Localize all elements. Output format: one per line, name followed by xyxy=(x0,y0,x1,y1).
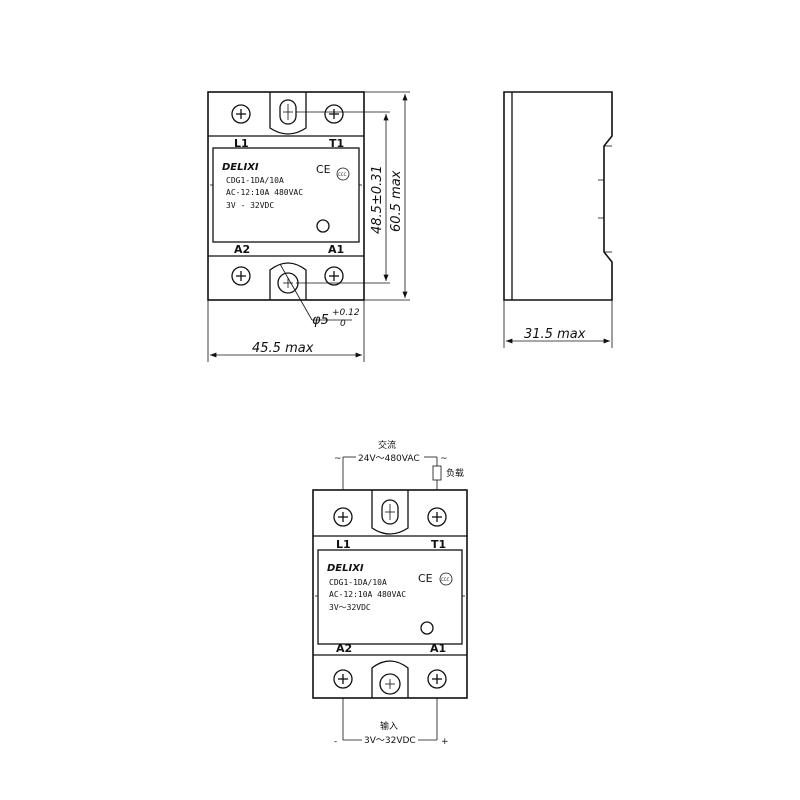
control-label: 3V - 32VDC xyxy=(226,201,274,210)
side-view: 31.5 max xyxy=(503,91,613,348)
mounting-hole-icon xyxy=(381,499,399,525)
brand-label: DELIXI xyxy=(222,162,259,173)
dim-width: 45.5 max xyxy=(252,341,314,356)
rating-label: AC-12:10A 480VAC xyxy=(226,188,303,197)
dim-hole: φ5 xyxy=(312,313,329,328)
plus-label: + xyxy=(441,737,449,747)
tilde-right: ~ xyxy=(440,454,448,464)
load-label: 负载 xyxy=(446,467,464,479)
input-label: 输入 xyxy=(380,720,398,732)
term-l1-label: L1 xyxy=(234,137,249,150)
ce-mark: CE xyxy=(418,572,433,585)
screw-terminal-icon xyxy=(324,266,344,286)
bottom-mount-tab xyxy=(371,660,409,698)
screw-terminal-icon xyxy=(333,669,353,689)
screw-terminal-icon xyxy=(231,266,251,286)
input-voltage: 3V～32VDC xyxy=(364,736,416,746)
side-view-body xyxy=(503,91,613,301)
tilde-left: ~ xyxy=(334,454,342,464)
load-resistor-icon xyxy=(432,465,442,481)
model-label: CDG1-1DA/10A xyxy=(329,578,387,587)
term-a2-label: A2 xyxy=(234,243,250,256)
label-plate xyxy=(212,147,360,243)
minus-label: - xyxy=(334,737,337,747)
ac-label: 交流 xyxy=(378,439,396,451)
svg-text:CCC: CCC xyxy=(441,577,450,582)
front-view: L1 T1 A2 A1 DELIXI CDG1-1DA/10A AC-12:10… xyxy=(207,91,410,362)
dim-height-inner: 48.5±0.31 xyxy=(370,165,385,234)
control-label: 3V～32VDC xyxy=(329,603,371,612)
top-mount-tab xyxy=(269,92,307,135)
dim-hole-tol-upper: +0.12 xyxy=(332,308,360,318)
screw-terminal-icon xyxy=(324,104,344,124)
screw-terminal-icon xyxy=(427,669,447,689)
term-t1-label: T1 xyxy=(329,137,344,150)
bottom-mount-tab xyxy=(269,262,307,300)
svg-text:CCC: CCC xyxy=(338,172,347,177)
ccc-mark-icon: CCC xyxy=(336,167,350,181)
dim-depth: 31.5 max xyxy=(524,327,586,342)
front-view-body xyxy=(207,91,365,301)
label-plate xyxy=(317,549,463,645)
screw-terminal-icon xyxy=(427,507,447,527)
rating-label: AC-12:10A 480VAC xyxy=(329,590,406,599)
model-label: CDG1-1DA/10A xyxy=(226,176,284,185)
brand-label: DELIXI xyxy=(327,563,364,574)
term-a1-label: A1 xyxy=(328,243,344,256)
top-mount-tab xyxy=(371,490,409,535)
term-a1-label: A1 xyxy=(430,642,446,655)
ac-voltage: 24V～480VAC xyxy=(358,454,420,464)
dim-hole-tol-lower: 0 xyxy=(340,319,346,329)
term-t1-label: T1 xyxy=(431,538,446,551)
dim-height-outer: 60.5 max xyxy=(389,170,404,232)
ccc-mark-icon: CCC xyxy=(439,572,453,586)
led-indicator-icon xyxy=(420,621,434,635)
screw-terminal-icon xyxy=(333,507,353,527)
screw-terminal-icon xyxy=(231,104,251,124)
ce-mark: CE xyxy=(316,163,331,176)
led-indicator-icon xyxy=(316,219,330,233)
mounting-hole-icon xyxy=(379,673,401,695)
term-l1-label: L1 xyxy=(336,538,351,551)
wiring-view: 交流 24V～480VAC ~ ~ 负载 xyxy=(312,439,468,747)
term-a2-label: A2 xyxy=(336,642,352,655)
